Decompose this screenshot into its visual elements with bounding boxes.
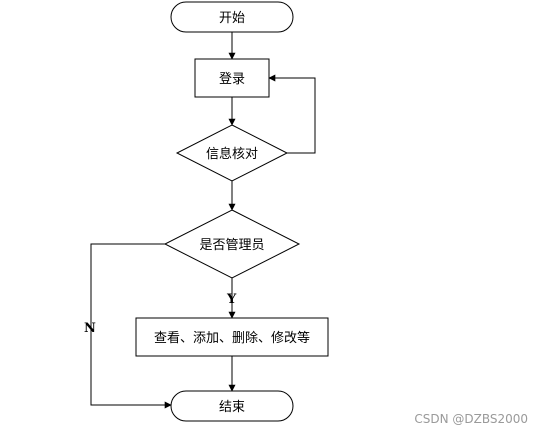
yes-label: Y [226, 292, 237, 307]
start-label: 开始 [219, 11, 245, 26]
no-label: N [84, 321, 96, 336]
watermark-text: CSDN @DZBS2000 [414, 412, 528, 426]
edge-verify-loop-login [268, 74, 316, 154]
verify-label: 信息核对 [206, 146, 258, 162]
actions-label: 查看、添加、删除、修改等 [154, 330, 310, 346]
end-node [170, 390, 294, 422]
is-admin-label: 是否管理员 [199, 238, 264, 253]
edge-isadmin-no-end [90, 243, 172, 409]
login-node [194, 58, 270, 98]
actions-node [135, 317, 329, 357]
end-label: 结束 [219, 400, 245, 415]
login-label: 登录 [219, 72, 245, 87]
